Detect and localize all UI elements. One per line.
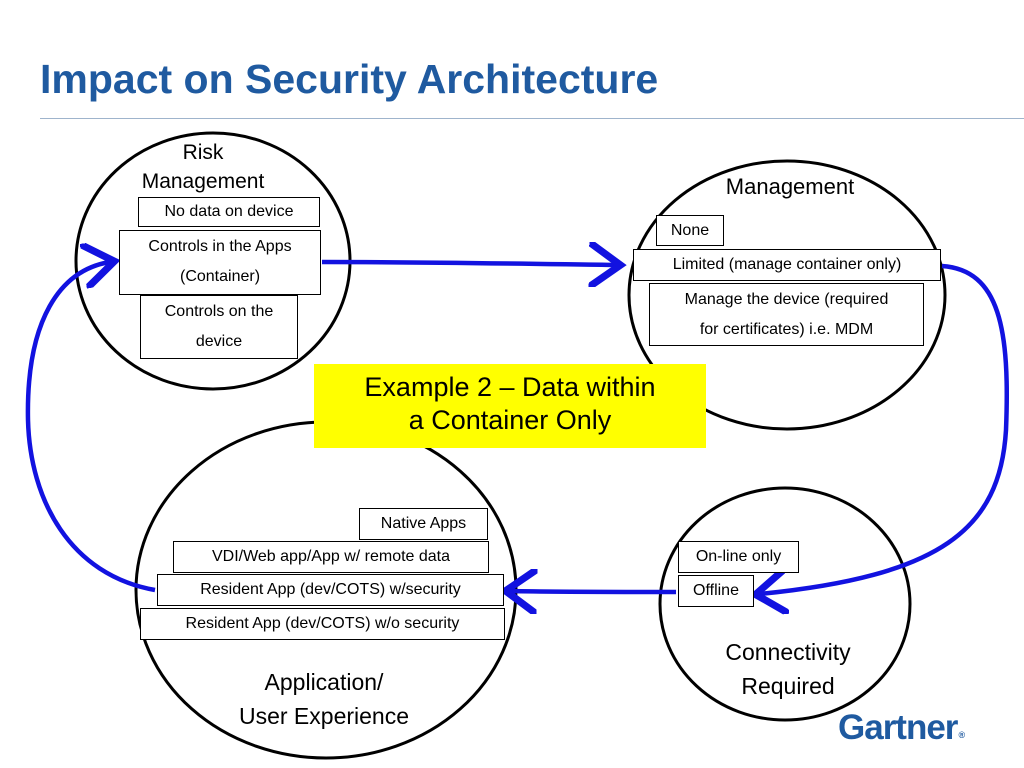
- risk-item-controls-apps: Controls in the Apps (Container): [119, 230, 321, 295]
- app-item-native: Native Apps: [359, 508, 488, 540]
- risk-item-controls-apps-line1: Controls in the Apps: [148, 238, 292, 255]
- management-item-mdm-line1: Manage the device (required: [684, 291, 889, 308]
- gartner-logo-text: Gartner: [838, 708, 958, 747]
- arrow-management-to-connectivity: [760, 263, 1010, 594]
- connectivity-label-line1: Connectivity: [725, 639, 851, 665]
- management-item-mdm: Manage the device (required for certific…: [649, 283, 924, 346]
- risk-item-controls-apps-line2: (Container): [179, 268, 261, 285]
- management-item-none: None: [656, 215, 724, 246]
- page-title: Impact on Security Architecture: [40, 56, 659, 102]
- connectivity-item-offline: Offline: [678, 575, 754, 607]
- arrow-risk-to-management: [321, 262, 616, 265]
- gartner-logo: Gartner®: [838, 708, 965, 748]
- application-label-line2: User Experience: [238, 703, 410, 729]
- app-item-vdi: VDI/Web app/App w/ remote data: [173, 541, 489, 573]
- app-item-resident-no-security: Resident App (dev/COTS) w/o security: [140, 608, 505, 640]
- callout-line2: a Container Only: [408, 405, 612, 435]
- risk-item-controls-device: Controls on the device: [140, 295, 298, 359]
- management-label: Management: [725, 174, 855, 199]
- risk-management-label: Risk Management: [118, 138, 288, 196]
- management-item-limited: Limited (manage container only): [633, 249, 941, 281]
- risk-item-controls-device-line1: Controls on the: [164, 303, 274, 320]
- example-callout: Example 2 – Data within a Container Only: [314, 364, 706, 448]
- management-item-mdm-line2: for certificates) i.e. MDM: [699, 321, 874, 338]
- arrow-application-to-risk: [25, 262, 156, 593]
- arrow-connectivity-to-application: [510, 591, 677, 592]
- connectivity-item-online: On-line only: [678, 541, 799, 573]
- application-label: Application/ User Experience: [204, 665, 444, 733]
- app-item-resident-security: Resident App (dev/COTS) w/security: [157, 574, 504, 606]
- callout-line1: Example 2 – Data within: [364, 372, 656, 402]
- title-divider: [40, 118, 1024, 119]
- connectivity-label-line2: Required: [741, 673, 835, 699]
- risk-label-line1: Risk: [182, 141, 224, 164]
- registered-mark: ®: [958, 730, 965, 740]
- connectivity-label: Connectivity Required: [678, 635, 898, 703]
- risk-label-line2: Management: [141, 170, 265, 193]
- risk-item-no-data: No data on device: [138, 197, 320, 227]
- application-label-line1: Application/: [264, 669, 384, 695]
- risk-item-controls-device-line2: device: [195, 333, 243, 350]
